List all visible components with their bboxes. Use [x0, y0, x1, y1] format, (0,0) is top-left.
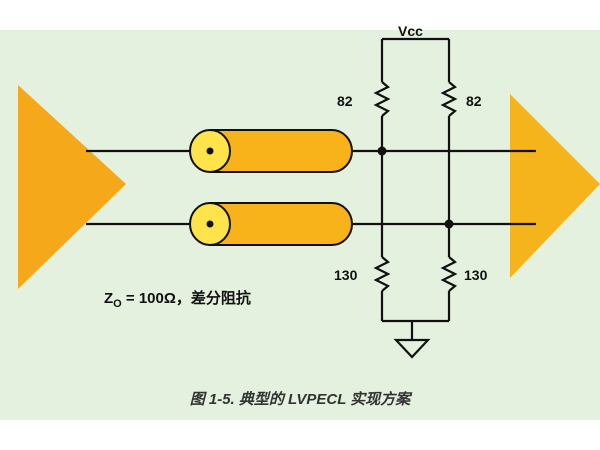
ground-icon — [393, 338, 431, 359]
resistor-top-right-value: 82 — [466, 93, 482, 109]
resistor-top-left-value: 82 — [337, 93, 353, 109]
coax-cable-positive — [189, 129, 353, 173]
resistor-bottom-right-value: 130 — [464, 267, 488, 283]
vcc-label: Vcc — [398, 23, 423, 39]
impedance-note: ZO = 100Ω，差分阻抗 — [104, 289, 251, 310]
junction-bottom — [444, 219, 454, 229]
resistor-bottom-left-value: 130 — [334, 267, 358, 283]
resistor-bottom-right — [440, 256, 458, 292]
driver-buffer — [18, 85, 126, 289]
figure-caption: 图 1-5. 典型的 LVPECL 实现方案 — [190, 390, 414, 408]
resistor-top-left — [373, 81, 391, 117]
signal-wires — [86, 37, 536, 359]
junction-top — [377, 146, 387, 156]
impedance-text: = 100Ω，差分阻抗 — [122, 289, 251, 307]
coax-cable-negative — [189, 202, 353, 246]
impedance-subscript: O — [113, 298, 122, 310]
resistor-top-right — [440, 81, 458, 117]
resistor-bottom-left — [373, 256, 391, 292]
impedance-z: Z — [104, 290, 113, 307]
receiver-buffer — [510, 94, 600, 278]
